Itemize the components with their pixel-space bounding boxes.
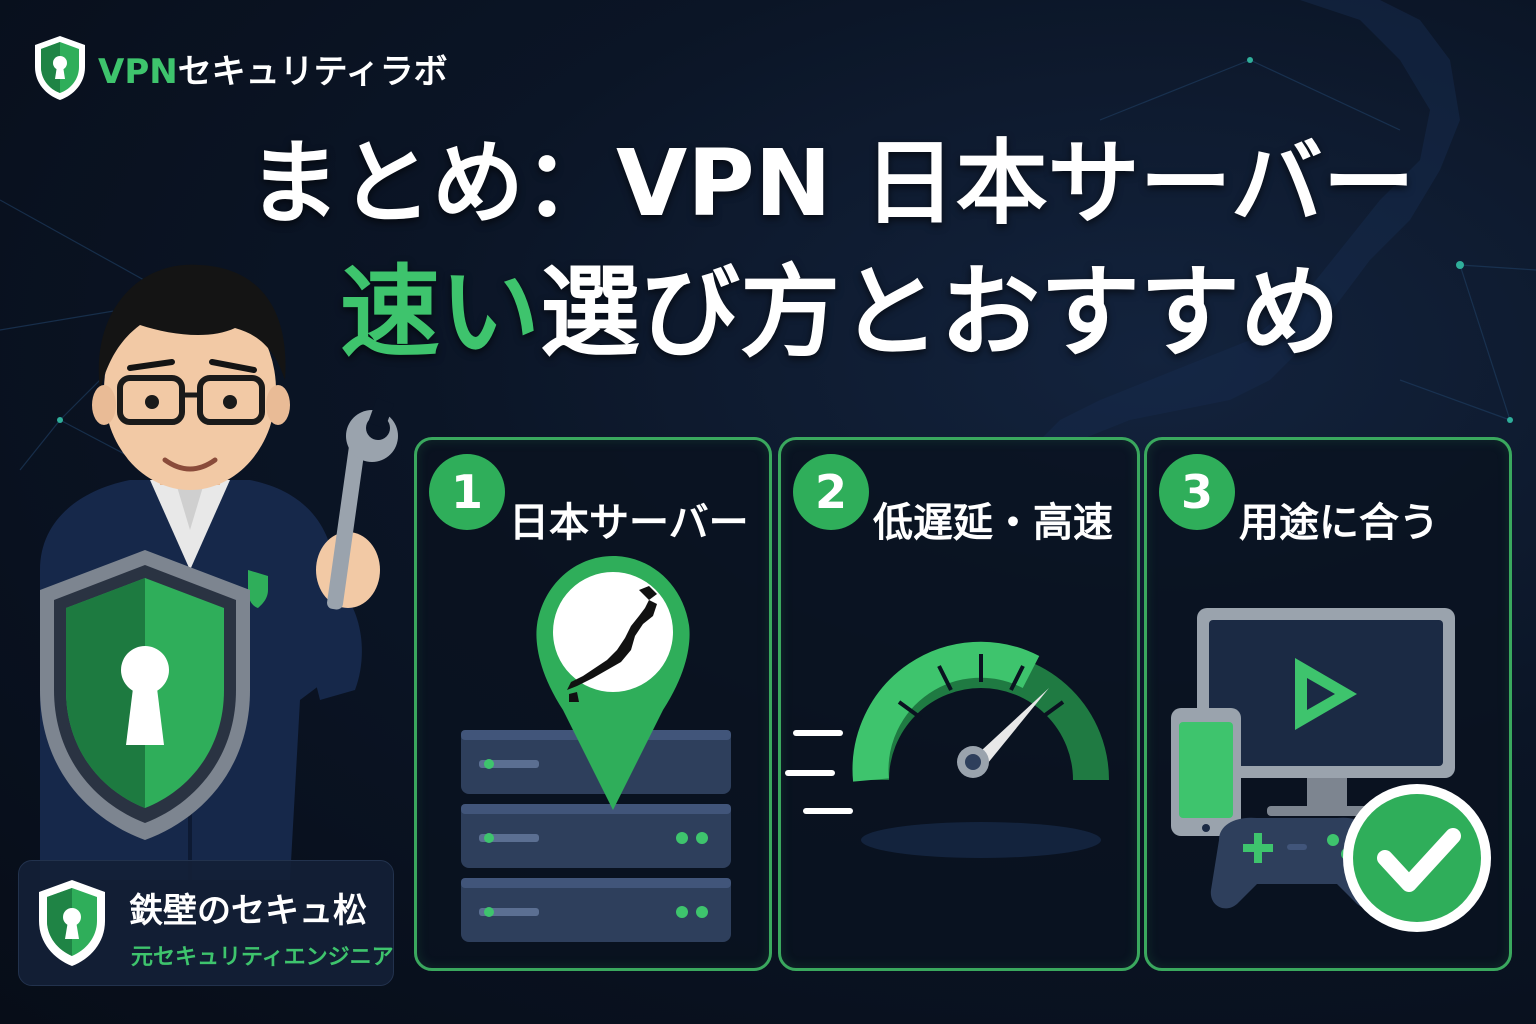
card-label: 用途に合う <box>1239 500 1439 546</box>
japan-server-pin-icon <box>461 556 731 942</box>
author-role: 元セキュリティエンジニア <box>131 945 394 970</box>
devices-check-icon <box>1171 608 1491 932</box>
feature-card-use-case[interactable]: 3 用途に合う <box>1144 437 1512 971</box>
brand-name-vpn: VPN <box>98 51 178 92</box>
card-label: 低遅延・高速 <box>873 500 1113 546</box>
brand-logo[interactable]: VPNセキュリティラボ <box>30 32 448 104</box>
card-number-badge: 1 <box>429 454 505 530</box>
shield-keyhole-icon <box>35 36 85 100</box>
title-rest: 選び方とおすすめ <box>540 254 1340 371</box>
brand-name: VPNセキュリティラボ <box>98 44 448 93</box>
engineer-character-illustration <box>40 264 398 880</box>
card-number-badge: 3 <box>1159 454 1235 530</box>
author-profile-badge[interactable]: 鉄壁のセキュ松 元セキュリティエンジニア <box>18 860 394 986</box>
shield-keyhole-icon <box>39 880 105 966</box>
page-title-line2: 速い選び方とおすすめ <box>340 250 1490 376</box>
brand-name-rest: セキュリティラボ <box>177 51 448 92</box>
card-number-badge: 2 <box>793 454 869 530</box>
title-highlight: 速い <box>340 254 540 371</box>
author-name: 鉄壁のセキュ松 <box>129 891 367 931</box>
speedometer-icon <box>785 641 1109 858</box>
card-label: 日本サーバー <box>509 500 749 546</box>
feature-card-low-latency[interactable]: 2 低遅延・高速 <box>778 437 1140 971</box>
feature-card-japan-server[interactable]: 1 日本サーバー <box>414 437 772 971</box>
page-title-line1: まとめ：VPN 日本サーバー <box>248 130 1415 237</box>
